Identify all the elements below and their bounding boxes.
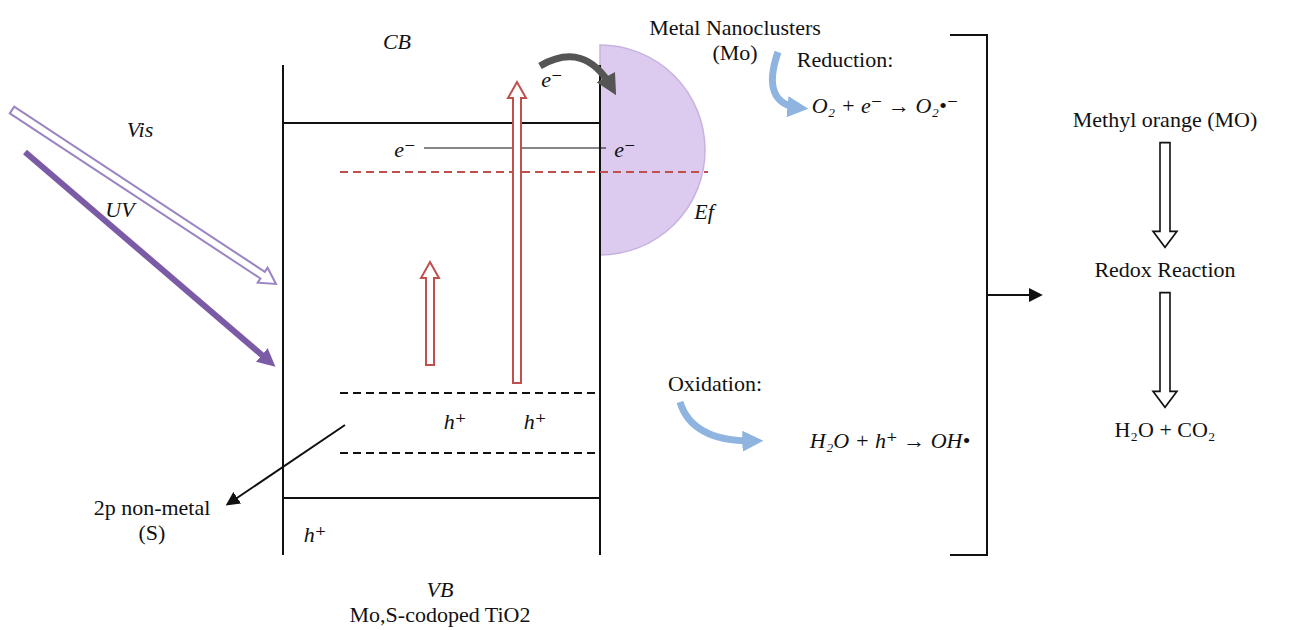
step-text: Methyl orange (MO) <box>1073 107 1258 132</box>
electron-symbol: e⁻ <box>614 137 635 162</box>
fermi-label: Ef <box>694 199 714 224</box>
electron-symbol: e⁻ <box>394 137 415 162</box>
process-step: Methyl orange (MO) <box>1065 103 1266 136</box>
valence-band-edge <box>283 497 600 499</box>
conduction-band-edge <box>283 122 600 124</box>
material-label: Mo,S-codoped TiO2 <box>350 602 531 627</box>
step-text: Redox Reaction <box>1094 257 1235 282</box>
excitation-arrow <box>421 262 439 365</box>
light-label: UV <box>105 197 134 222</box>
dopant-level <box>340 392 600 394</box>
process-step: H₂O + CO₂ <box>1106 413 1223 446</box>
reaction-equation: H₂O + h⁺ → OH• <box>810 428 970 453</box>
band-label: CB <box>383 29 411 54</box>
process-step: Redox Reaction <box>1086 253 1243 286</box>
light-label: Vis <box>127 117 153 142</box>
hole-symbol: h⁺ <box>524 409 547 434</box>
oxidation-arrow <box>680 402 755 441</box>
hole-symbol: h⁺ <box>304 522 327 547</box>
flow-arrow <box>1153 293 1177 408</box>
bracket-arrow <box>987 294 1040 296</box>
reaction-equation: O₂ + e⁻ → O₂•⁻ <box>812 93 959 118</box>
metal-nanocluster <box>600 45 705 255</box>
reduction-arrow <box>772 52 800 108</box>
process-label: Oxidation: <box>668 371 762 396</box>
band-wall <box>599 65 601 555</box>
excitation-arrow <box>508 82 526 383</box>
fermi-level <box>340 171 708 173</box>
leader-line <box>228 425 345 504</box>
step-text: H₂O + CO₂ <box>1114 417 1215 442</box>
band-wall <box>282 65 284 555</box>
hole-symbol: h⁺ <box>444 409 467 434</box>
dopant-label: 2p non-metal (S) <box>90 495 215 546</box>
flow-arrow <box>1153 143 1177 248</box>
band-label: VB <box>427 577 454 602</box>
visible-light-arrow <box>10 107 276 284</box>
dopant-level <box>340 452 600 454</box>
electron-symbol: e⁻ <box>541 67 562 92</box>
process-label: Reduction: <box>797 47 894 72</box>
